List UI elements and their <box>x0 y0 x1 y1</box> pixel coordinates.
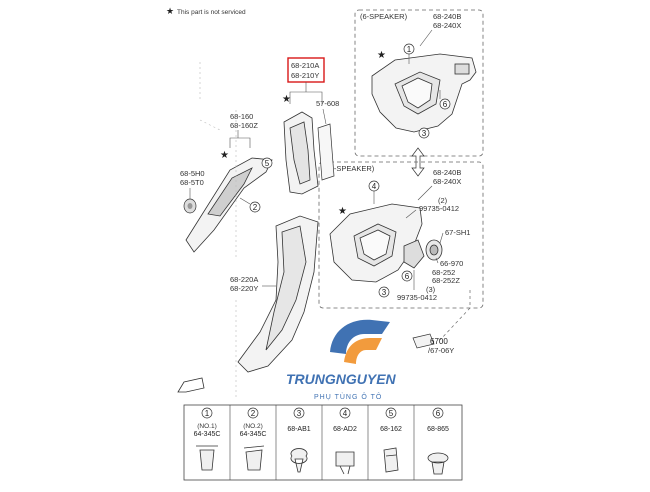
fastener-cell-5: 5 68-162 <box>380 407 402 473</box>
fastener-part-code: 64-345C <box>194 431 221 438</box>
fastener-sub-label: (NO.2) <box>243 423 263 430</box>
fastener-number-circle <box>293 407 305 419</box>
label-68-5t0: 68-5T0 <box>180 178 204 187</box>
fastener-part-code: 64-345C <box>240 431 267 438</box>
label-68-220a: 68-220A <box>230 275 258 284</box>
fastener-table <box>183 404 463 481</box>
label-68-160z: 68-160Z <box>230 121 258 130</box>
fastener-number: 4 <box>343 409 348 418</box>
callout-3-6sp: 3 <box>418 127 430 139</box>
label-57-608: 57-608 <box>316 99 339 108</box>
pillar-seal-strip <box>317 123 335 181</box>
callout-1-6sp: 1 <box>403 43 415 55</box>
svg-text:3: 3 <box>382 288 387 297</box>
callout-6-6sp: 6 <box>439 98 451 110</box>
scuff-plate <box>185 157 273 253</box>
front-direction-icon <box>177 377 205 393</box>
callout-3-10sp: 3 <box>378 286 390 298</box>
star-icon: ★ <box>282 94 291 105</box>
label-68-210a: 68-210A <box>291 61 319 70</box>
svg-text:2: 2 <box>253 203 258 212</box>
label-n3: (3) <box>426 285 436 294</box>
six-speaker-title: (6-SPEAKER) <box>360 12 408 21</box>
ten-speaker-part-b: 68-240X <box>433 177 461 186</box>
fastener-number-circle <box>385 407 397 419</box>
star-icon: ★ <box>166 6 174 16</box>
label-n2: (2) <box>438 196 448 205</box>
fastener-part-code: 68-AB1 <box>287 426 310 433</box>
callout-2-scuff: 2 <box>249 201 261 213</box>
fastener-number-circle <box>339 407 351 419</box>
label-66-970: 66-970 <box>440 259 463 268</box>
ten-speaker-box <box>318 161 484 309</box>
callout-5-scuff: 5 <box>261 157 273 169</box>
label-68-210y: 68-210Y <box>291 71 319 80</box>
fastener-number-circle <box>201 407 213 419</box>
star-icon: ★ <box>220 150 229 161</box>
svg-text:4: 4 <box>372 182 377 191</box>
watermark-brand: TRUNGNGUYEN <box>286 371 397 387</box>
callout-6-10sp: 6 <box>401 270 413 282</box>
speaker-grille-part <box>183 198 197 214</box>
not-serviced-note: This part is not serviced <box>177 9 246 16</box>
fastener-cell-1: 1 (NO.1)64-345C <box>194 407 221 471</box>
fastener-clip-drawing <box>427 452 449 475</box>
lower-quarter-trim <box>237 215 319 373</box>
label-68-160: 68-160 <box>230 112 253 121</box>
ten-speaker-part-a: 68-240B <box>433 168 461 177</box>
label-99735-top: 99735-0412 <box>419 204 459 213</box>
fastener-cell-6: 6 68-865 <box>427 407 449 475</box>
svg-text:3: 3 <box>422 129 427 138</box>
callout-4-10sp: 4 <box>368 180 380 192</box>
label-68-252: 68-252 <box>432 268 455 277</box>
svg-text:1: 1 <box>407 45 412 54</box>
fastener-sub-label: (NO.1) <box>197 423 217 430</box>
fastener-part-code: 68-865 <box>427 426 449 433</box>
fastener-number: 1 <box>205 409 210 418</box>
six-speaker-part-b: 68-240X <box>433 21 461 30</box>
svg-text:6: 6 <box>443 100 448 109</box>
trungnguyen-logo <box>330 319 390 364</box>
label-68-220y: 68-220Y <box>230 284 258 293</box>
fastener-clip-drawing <box>335 451 355 475</box>
fastener-number: 5 <box>389 409 394 418</box>
fastener-number-circle <box>247 407 259 419</box>
fastener-number: 3 <box>297 409 302 418</box>
label-99735-bottom: 99735-0412 <box>397 293 437 302</box>
label-68-252z: 68-252Z <box>432 276 460 285</box>
b-pillar-trim <box>283 111 319 195</box>
label-68-5h0: 68-5H0 <box>180 169 205 178</box>
star-icon: ★ <box>377 50 386 61</box>
label-67-06y: /67-06Y <box>428 346 454 355</box>
fastener-cell-2: 2 (NO.2)64-345C <box>240 407 267 471</box>
svg-text:5: 5 <box>265 159 270 168</box>
fastener-cell-3: 3 68-AB1 <box>287 407 311 473</box>
upper-quarter-trim-6sp <box>371 53 477 133</box>
fastener-number-circle <box>432 407 444 419</box>
fastener-clip-drawing <box>243 445 265 471</box>
fastener-part-code: 68-162 <box>380 426 402 433</box>
fastener-number: 6 <box>436 409 441 418</box>
fastener-clip-drawing <box>290 448 308 473</box>
svg-text:6: 6 <box>405 272 410 281</box>
six-speaker-part-a: 68-240B <box>433 12 461 21</box>
fastener-clip-drawing <box>196 445 218 471</box>
star-icon: ★ <box>338 206 347 217</box>
fastener-number: 2 <box>251 409 256 418</box>
label-67-sh1: 67-SH1 <box>445 228 470 237</box>
part-6700-connector <box>412 333 435 349</box>
ten-speaker-title: (10-SPEAKER) <box>323 164 375 173</box>
upper-quarter-trim-10sp <box>329 203 443 283</box>
fastener-part-code: 68-AD2 <box>333 426 357 433</box>
fastener-cell-4: 4 68-AD2 <box>333 407 357 475</box>
watermark-tagline: PHỤ TÙNG Ô TÔ <box>314 392 382 401</box>
label-6700: 6700 <box>430 337 448 346</box>
fastener-clip-drawing <box>383 447 399 473</box>
